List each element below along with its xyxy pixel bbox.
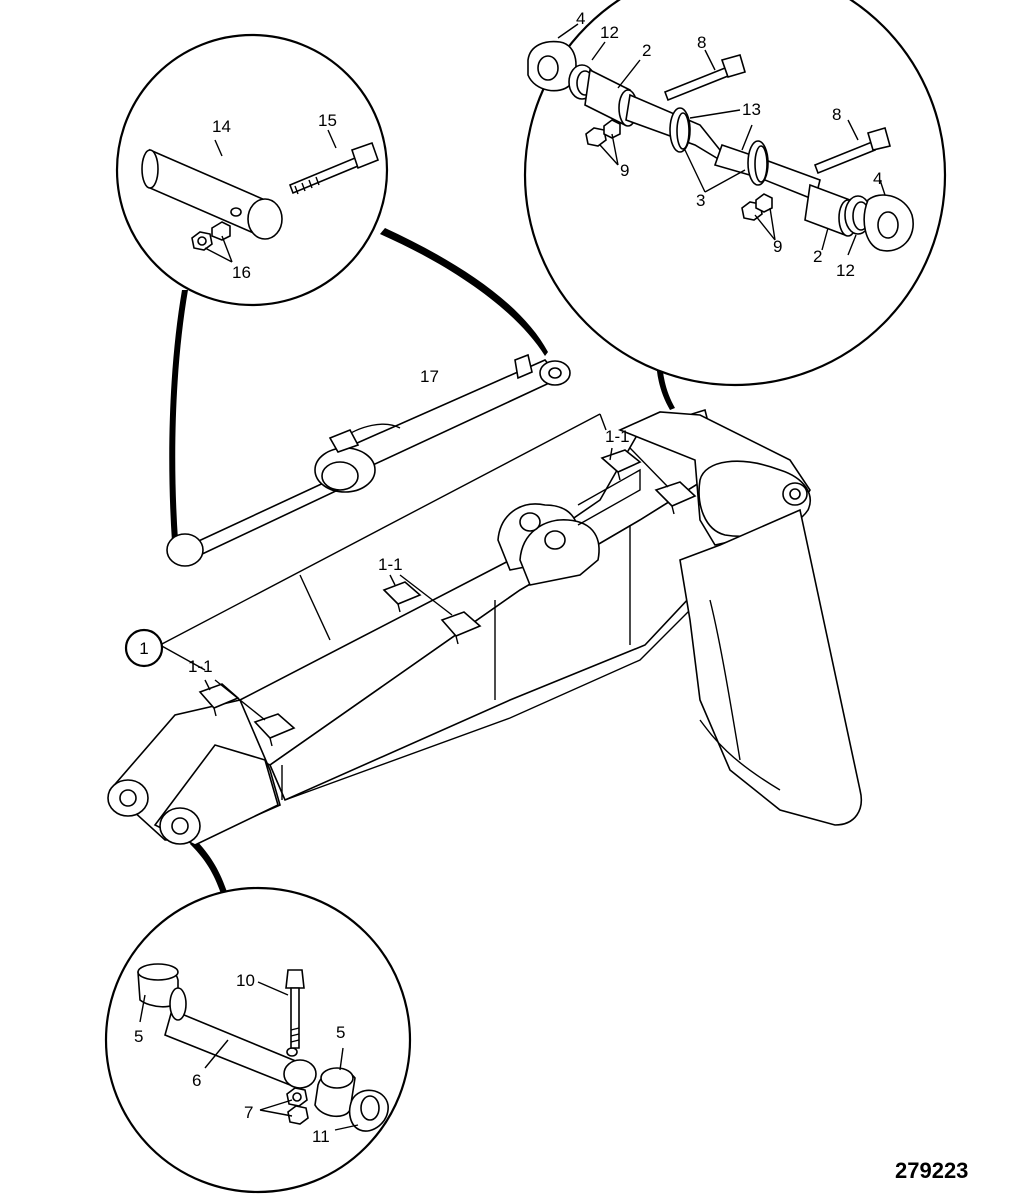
label-16: 16 [232,263,251,282]
bolt-8-right [813,127,891,175]
boom-assembly [107,408,862,846]
label-14: 14 [212,117,231,136]
connector-wedge-left [169,290,188,542]
ram-bracket-right [519,519,600,586]
label-9-top: 9 [620,161,629,180]
hydraulic-ram [166,353,571,567]
label-13: 13 [742,100,761,119]
bush-5-right [314,1067,356,1118]
label-17: 17 [420,367,439,386]
bush-4-left [527,40,577,92]
wear-pad-mid-right [440,611,482,645]
pin-6 [164,987,317,1089]
label-15: 15 [318,111,337,130]
label-2-bottom: 2 [813,247,822,266]
callout-leaders [159,413,669,721]
detail-circle-top-left [115,33,389,307]
callout-1-circle [124,628,164,668]
label-5-right: 5 [336,1023,345,1042]
bolt-8-top [663,54,746,102]
label-8-top: 8 [697,33,706,52]
label-3: 3 [696,191,705,210]
detail-circle-bottom [104,886,412,1194]
nut-7 [286,1087,309,1125]
label-10: 10 [236,971,255,990]
pivot-pin-14 [141,148,283,240]
callout-1-label: 1 [139,639,148,658]
label-9-bottom: 9 [773,237,782,256]
bush-4-right [863,194,914,252]
label-7: 7 [244,1103,253,1122]
shim-11 [348,1089,389,1132]
label-1-1-top: 1-1 [605,427,630,446]
label-1-1-mid: 1-1 [378,555,403,574]
label-4-right: 4 [873,169,882,188]
label-4-top: 4 [576,9,585,28]
wear-pad-top-left [600,449,642,481]
bolt-10 [285,969,305,1049]
label-11: 11 [312,1127,330,1146]
dipper-arm [679,508,862,826]
wear-pad-mid-left [382,581,422,613]
label-8-right: 8 [832,105,841,124]
label-1-1-left: 1-1 [188,657,213,676]
connector-wedge-bottom [190,840,228,897]
label-5-left: 5 [134,1027,143,1046]
label-12-bottom: 12 [836,261,855,280]
label-6: 6 [192,1071,201,1090]
bolt-15 [288,141,380,195]
label-12-top: 12 [600,23,619,42]
nut-9-top [585,119,621,147]
wear-pad-top-right [654,481,697,515]
drawing-number: 279223 [895,1158,968,1183]
boom-lower-edge [284,579,721,801]
nut-16 [191,221,231,251]
connector-wedge-top-left [380,228,548,356]
nut-9-bottom [741,193,773,221]
label-2-top: 2 [642,41,651,60]
